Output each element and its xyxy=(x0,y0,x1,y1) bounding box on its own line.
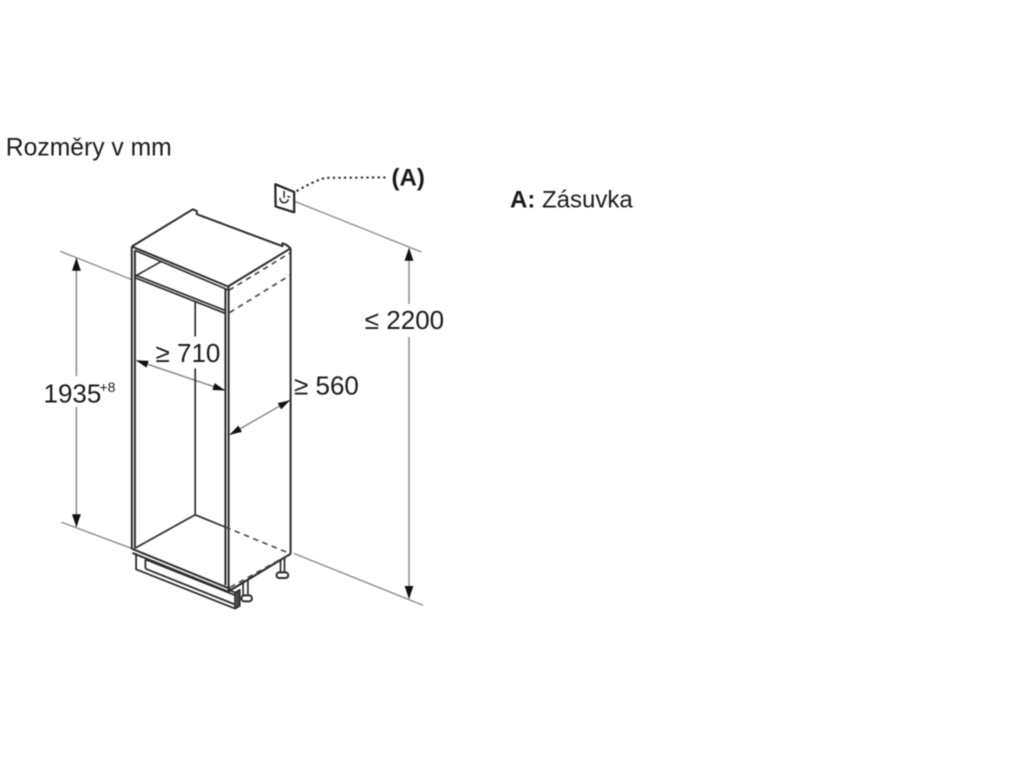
svg-text:1935: 1935 xyxy=(44,379,102,409)
svg-text:≥ 710: ≥ 710 xyxy=(156,338,221,368)
svg-text:(A): (A) xyxy=(392,165,425,192)
svg-text:A: Zásuvka: A: Zásuvka xyxy=(510,186,633,213)
svg-text:Rozměry v mm: Rozměry v mm xyxy=(6,134,172,161)
svg-text:≤ 2200: ≤ 2200 xyxy=(365,305,444,335)
svg-text:≥ 560: ≥ 560 xyxy=(294,370,359,400)
svg-text:+8: +8 xyxy=(100,379,116,395)
